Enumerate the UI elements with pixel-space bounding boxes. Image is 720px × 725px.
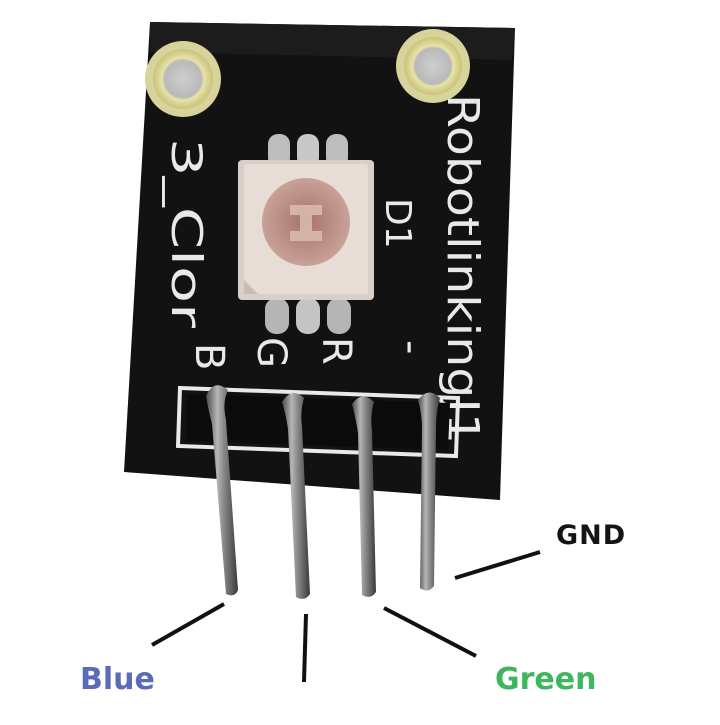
leader-line-green: [383, 606, 477, 658]
pin-label-g: G: [248, 337, 294, 368]
mounting-hole-right: [396, 29, 470, 103]
pin-label-minus: -: [388, 340, 434, 354]
mounting-hole-left: [145, 41, 221, 117]
leader-line-common: [302, 613, 308, 683]
model-silkscreen: 3_Clor: [162, 138, 211, 329]
pin-label-b: B: [186, 343, 232, 370]
header-outline: [175, 385, 461, 459]
gnd-label: GND: [556, 520, 627, 551]
rgb-led: [238, 160, 374, 300]
brand-silkscreen: RobotlinkingJ1: [437, 94, 488, 444]
leader-line-gnd: [454, 550, 541, 580]
pin-gnd: [418, 392, 440, 591]
pin-common: [282, 392, 310, 599]
header-plastic: [186, 394, 450, 450]
leader-line-blue: [151, 602, 225, 647]
led-designator: D1: [377, 198, 418, 249]
pin-label-r: R: [313, 337, 359, 365]
led-pads-top: [268, 134, 348, 168]
pin-blue: [206, 385, 238, 596]
blue-label: Blue: [80, 662, 155, 697]
led-pads-bottom: [265, 298, 351, 334]
green-label: Green: [495, 662, 597, 697]
pin-green: [352, 396, 376, 597]
